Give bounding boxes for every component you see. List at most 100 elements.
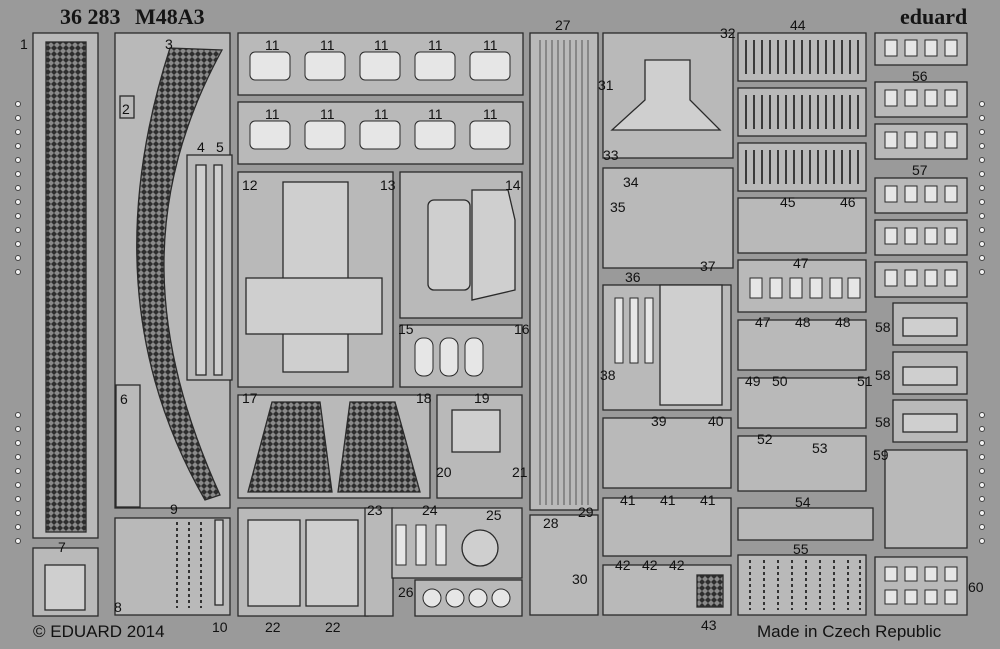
part-label: 3 bbox=[165, 36, 173, 52]
part-label: 11 bbox=[483, 37, 498, 53]
part-54-frame bbox=[737, 507, 874, 541]
part-59-frame bbox=[884, 449, 968, 549]
part-label: 48 bbox=[835, 314, 851, 330]
part-label: 5 bbox=[216, 139, 224, 155]
part-label: 31 bbox=[598, 77, 614, 93]
part-label: 49 bbox=[745, 373, 761, 389]
part-label: 11 bbox=[428, 37, 443, 53]
part-label: 45 bbox=[780, 194, 796, 210]
part-34-35-frame bbox=[602, 167, 734, 269]
part-label: 47 bbox=[793, 255, 809, 271]
part-label: 17 bbox=[242, 390, 258, 406]
part-label: 16 bbox=[514, 321, 530, 337]
part-label: 54 bbox=[795, 494, 811, 510]
part-23-frame bbox=[364, 507, 394, 617]
part-18-mesh bbox=[337, 401, 421, 493]
part-1-mesh bbox=[45, 41, 87, 533]
part-label: 44 bbox=[790, 17, 806, 33]
part-label: 51 bbox=[857, 373, 873, 389]
part-label: 34 bbox=[623, 174, 639, 190]
part-52-53-frame bbox=[737, 435, 867, 492]
part-label: 8 bbox=[114, 599, 122, 615]
part-label: 41 bbox=[620, 492, 636, 508]
part-28-30-frame bbox=[529, 514, 599, 616]
part-label: 11 bbox=[320, 106, 335, 122]
side-holes-right bbox=[979, 101, 985, 544]
part-label: 2 bbox=[122, 101, 130, 117]
part-label: 22 bbox=[325, 619, 341, 635]
part-label: 6 bbox=[120, 391, 128, 407]
part-label: 58 bbox=[875, 319, 891, 335]
part-label: 42 bbox=[642, 557, 658, 573]
part-label: 47 bbox=[755, 314, 771, 330]
part-label: 28 bbox=[543, 515, 559, 531]
part-label: 23 bbox=[367, 502, 383, 518]
part-label: 42 bbox=[615, 557, 631, 573]
part-label: 46 bbox=[840, 194, 856, 210]
part-label: 40 bbox=[708, 413, 724, 429]
part-47-48-frame bbox=[737, 319, 867, 371]
part-label: 39 bbox=[651, 413, 667, 429]
part-label: 18 bbox=[416, 390, 432, 406]
part-label: 41 bbox=[660, 492, 676, 508]
copyright-text: © EDUARD 2014 bbox=[33, 622, 165, 641]
part-label: 55 bbox=[793, 541, 809, 557]
part-label: 11 bbox=[428, 106, 443, 122]
part-49-51-frame bbox=[737, 377, 867, 429]
part-label: 56 bbox=[912, 68, 928, 84]
origin-text: Made in Czech Republic bbox=[757, 622, 942, 641]
part-60-frame bbox=[874, 556, 968, 616]
part-label: 11 bbox=[265, 37, 280, 53]
brand-logo: eduard bbox=[900, 4, 968, 29]
part-label: 11 bbox=[374, 106, 389, 122]
part-label: 38 bbox=[600, 367, 616, 383]
part-label: 58 bbox=[875, 414, 891, 430]
part-label: 11 bbox=[483, 106, 498, 122]
part-label: 11 bbox=[320, 37, 335, 53]
side-holes-left bbox=[15, 101, 21, 544]
part-label: 7 bbox=[58, 539, 66, 555]
part-label: 9 bbox=[170, 501, 178, 517]
part-label: 15 bbox=[398, 321, 414, 337]
part-label: 27 bbox=[555, 17, 571, 33]
part-label: 30 bbox=[572, 571, 588, 587]
part-label: 19 bbox=[474, 390, 490, 406]
part-label: 57 bbox=[912, 162, 928, 178]
part-label: 13 bbox=[380, 177, 396, 193]
part-label: 32 bbox=[720, 25, 736, 41]
part-label: 59 bbox=[873, 447, 889, 463]
part-label: 36 bbox=[625, 269, 641, 285]
part-label: 4 bbox=[197, 139, 205, 155]
part-8-10-frame bbox=[114, 517, 231, 616]
set-number: 36 283 bbox=[60, 4, 121, 29]
part-label: 60 bbox=[968, 579, 984, 595]
part-label: 43 bbox=[701, 617, 717, 633]
part-17-mesh bbox=[247, 401, 333, 493]
part-label: 22 bbox=[265, 619, 281, 635]
part-label: 42 bbox=[669, 557, 685, 573]
part-label: 14 bbox=[505, 177, 521, 193]
part-label: 12 bbox=[242, 177, 258, 193]
part-label: 10 bbox=[212, 619, 228, 635]
part-label: 29 bbox=[578, 504, 594, 520]
part-label: 35 bbox=[610, 199, 626, 215]
part-label: 21 bbox=[512, 464, 528, 480]
part-55-frame bbox=[737, 554, 867, 616]
part-3-mesh bbox=[136, 47, 224, 501]
part-label: 11 bbox=[265, 106, 280, 122]
part-label: 20 bbox=[436, 464, 452, 480]
part-label: 52 bbox=[757, 431, 773, 447]
part-label: 41 bbox=[700, 492, 716, 508]
part-45-46-frame bbox=[737, 197, 867, 254]
part-label: 53 bbox=[812, 440, 828, 456]
model-name: M48A3 bbox=[135, 4, 205, 29]
part-41-frame bbox=[602, 497, 732, 557]
part-label: 50 bbox=[772, 373, 788, 389]
part-39-40-frame bbox=[602, 417, 732, 489]
part-label: 25 bbox=[486, 507, 502, 523]
part-4-5-frame bbox=[186, 154, 233, 381]
part-label: 1 bbox=[20, 36, 28, 52]
part-label: 33 bbox=[603, 147, 619, 163]
part-label: 58 bbox=[875, 367, 891, 383]
